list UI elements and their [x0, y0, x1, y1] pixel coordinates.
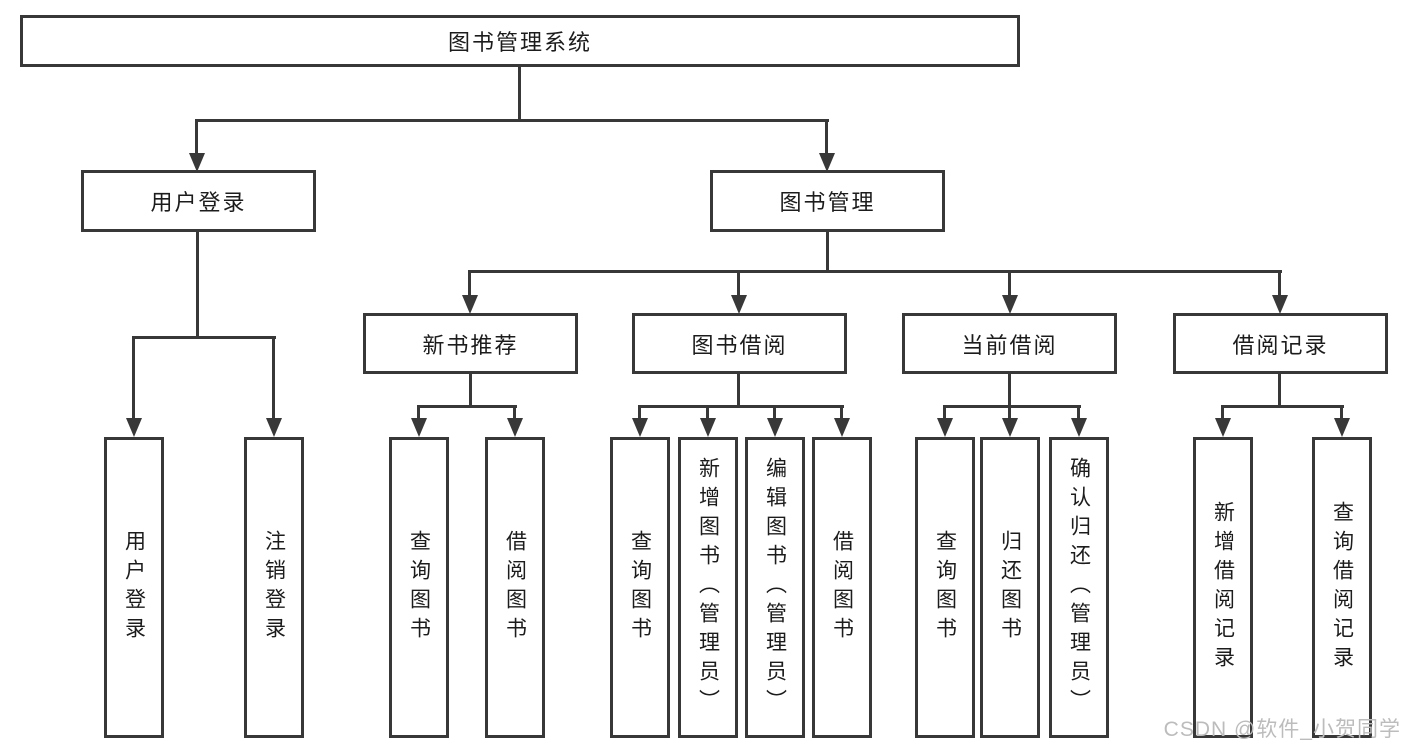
arrow-to-br-query: [1334, 405, 1350, 437]
node-book-management-label: 图书管理: [779, 190, 876, 215]
leaf-bb-add-books-admin: 新增图书（管理员）: [678, 437, 738, 738]
leaf-bb-query-books-label: 查询图书: [628, 529, 652, 646]
leaf-br-query-record: 查询借阅记录: [1312, 437, 1372, 738]
arrow-to-nb-borrow: [507, 405, 523, 437]
arrow-to-leaf-logout: [266, 336, 282, 437]
leaf-nb-borrow-books-label: 借阅图书: [503, 529, 527, 646]
leaf-nb-query-books: 查询图书: [389, 437, 449, 738]
leaf-br-query-record-label: 查询借阅记录: [1330, 500, 1354, 675]
leaf-cb-query-books: 查询图书: [915, 437, 975, 738]
arrow-to-bb-borrow: [834, 405, 850, 437]
node-current-borrow-label: 当前借阅: [961, 332, 1058, 358]
leaf-bb-query-books: 查询图书: [610, 437, 670, 738]
node-new-book-recommend-label: 新书推荐: [422, 332, 519, 358]
connector-book-management-stub: [826, 232, 829, 273]
node-borrow-record: 借阅记录: [1173, 313, 1388, 374]
connector-root-branch: [196, 119, 829, 122]
node-current-borrow: 当前借阅: [902, 313, 1117, 374]
arrow-to-new-book: [462, 270, 478, 314]
arrow-to-br-add: [1215, 405, 1231, 437]
node-root: 图书管理系统: [20, 15, 1020, 67]
leaf-logout-label: 注销登录: [262, 529, 286, 646]
leaf-br-add-record-label: 新增借阅记录: [1211, 500, 1235, 675]
connector-book-management-branch: [469, 270, 1282, 273]
leaf-user-login: 用户登录: [104, 437, 164, 738]
leaf-bb-borrow-books: 借阅图书: [812, 437, 872, 738]
leaf-logout: 注销登录: [244, 437, 304, 738]
leaf-bb-add-books-admin-label: 新增图书（管理员）: [696, 457, 720, 718]
leaf-cb-return-books: 归还图书: [980, 437, 1040, 738]
leaf-bb-edit-books-admin-label: 编辑图书（管理员）: [763, 457, 787, 718]
arrow-to-book-management: [819, 119, 835, 172]
leaf-user-login-label: 用户登录: [122, 529, 146, 646]
connector-book-borrow-stub: [737, 374, 740, 408]
connector-user-login-branch: [133, 336, 276, 339]
leaf-br-add-record: 新增借阅记录: [1193, 437, 1253, 738]
arrow-to-bb-query: [632, 405, 648, 437]
leaf-cb-query-books-label: 查询图书: [933, 529, 957, 646]
leaf-bb-edit-books-admin: 编辑图书（管理员）: [745, 437, 805, 738]
arrow-to-cb-query: [937, 405, 953, 437]
leaf-cb-return-books-label: 归还图书: [998, 529, 1022, 646]
arrow-to-nb-query: [411, 405, 427, 437]
connector-book-borrow-branch: [639, 405, 844, 408]
connector-user-login-stub: [196, 232, 199, 339]
node-book-borrow-label: 图书借阅: [691, 332, 788, 358]
leaf-cb-confirm-return-admin-label: 确认归还（管理员）: [1067, 457, 1091, 718]
leaf-nb-query-books-label: 查询图书: [407, 529, 431, 646]
node-user-login-label: 用户登录: [150, 190, 247, 215]
node-new-book-recommend: 新书推荐: [363, 313, 578, 374]
connector-new-book-stub: [469, 374, 472, 408]
node-borrow-record-label: 借阅记录: [1232, 332, 1329, 358]
connector-borrow-record-branch: [1222, 405, 1344, 408]
connector-current-borrow-stub: [1008, 374, 1011, 408]
connector-root-stub: [518, 67, 521, 122]
arrow-to-book-borrow: [731, 270, 747, 314]
node-book-management: 图书管理: [710, 170, 945, 232]
arrow-to-cb-return: [1002, 405, 1018, 437]
connector-current-borrow-branch: [944, 405, 1081, 408]
arrow-to-bb-add: [700, 405, 716, 437]
arrow-to-cb-confirm: [1071, 405, 1087, 437]
arrow-to-bb-edit: [767, 405, 783, 437]
connector-borrow-record-stub: [1278, 374, 1281, 408]
arrow-to-user-login: [189, 119, 205, 172]
leaf-nb-borrow-books: 借阅图书: [485, 437, 545, 738]
leaf-cb-confirm-return-admin: 确认归还（管理员）: [1049, 437, 1109, 738]
node-root-label: 图书管理系统: [447, 30, 592, 55]
arrow-to-leaf-login: [126, 336, 142, 437]
arrow-to-current-borrow: [1002, 270, 1018, 314]
node-book-borrow: 图书借阅: [632, 313, 847, 374]
arrow-to-borrow-record: [1272, 270, 1288, 314]
csdn-watermark: CSDN @软件_小贺同学: [1163, 718, 1401, 741]
connector-new-book-branch: [418, 405, 517, 408]
node-user-login: 用户登录: [81, 170, 316, 232]
leaf-bb-borrow-books-label: 借阅图书: [830, 529, 854, 646]
